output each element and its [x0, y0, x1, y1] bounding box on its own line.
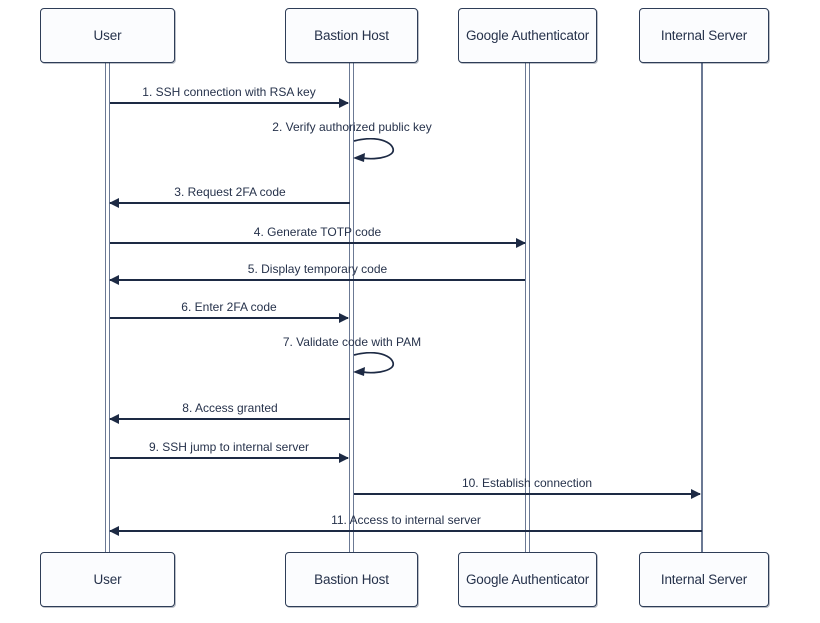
msg-8-arrow: [109, 414, 350, 424]
msg-5-label: 5. Display temporary code: [247, 262, 388, 276]
msg-6-label: 6. Enter 2FA code: [181, 300, 277, 314]
arrowhead-right-icon: [691, 489, 701, 499]
msg-2-self-loop-arrow: [353, 138, 394, 162]
actor-internal-server-label: Internal Server: [660, 572, 748, 587]
actor-user-top: User: [40, 8, 175, 63]
actor-user-label: User: [93, 28, 122, 43]
msg-8: 8. Access granted: [109, 401, 350, 424]
arrowhead-left-icon: [109, 275, 119, 285]
msg-4: 4. Generate TOTP code: [110, 225, 526, 248]
actor-user-label: User: [93, 572, 122, 587]
msg-11: 11. Access to internal server: [109, 513, 702, 536]
arrowhead-left-icon: [353, 153, 365, 162]
msg-11-arrow: [109, 526, 702, 536]
lifeline-user: [105, 63, 110, 552]
actor-bastion-host-bottom: Bastion Host: [285, 552, 418, 607]
arrowhead-left-icon: [109, 414, 119, 424]
msg-9: 9. SSH jump to internal server: [110, 440, 349, 463]
msg-5: 5. Display temporary code: [109, 262, 525, 285]
msg-9-label: 9. SSH jump to internal server: [148, 440, 310, 454]
actor-internal-server-top: Internal Server: [639, 8, 769, 63]
msg-4-arrow: [110, 238, 526, 248]
actor-google-authenticator-top: Google Authenticator: [458, 8, 597, 63]
actor-internal-server-bottom: Internal Server: [639, 552, 769, 607]
actor-google-authenticator-bottom: Google Authenticator: [458, 552, 597, 607]
msg-2-label: 2. Verify authorized public key: [272, 120, 432, 134]
actor-google-authenticator-label: Google Authenticator: [465, 28, 590, 43]
actor-user-bottom: User: [40, 552, 175, 607]
msg-1: 1. SSH connection with RSA key: [110, 85, 349, 108]
msg-7-self-loop-arrow: [353, 352, 394, 376]
msg-11-label: 11. Access to internal server: [331, 513, 481, 527]
arrowhead-right-icon: [339, 313, 349, 323]
msg-1-arrow: [110, 98, 349, 108]
arrowhead-left-icon: [353, 367, 365, 376]
msg-7-label: 7. Validate code with PAM: [282, 335, 422, 349]
arrowhead-left-icon: [109, 198, 119, 208]
msg-3: 3. Request 2FA code: [109, 185, 350, 208]
msg-1-label: 1. SSH connection with RSA key: [142, 85, 316, 99]
lifeline-internal-server: [701, 63, 703, 552]
msg-6-arrow: [110, 313, 349, 323]
msg-8-label: 8. Access granted: [182, 401, 278, 415]
msg-3-arrow: [109, 198, 350, 208]
msg-10-label: 10. Establish connection: [461, 476, 593, 490]
arrowhead-left-icon: [109, 526, 119, 536]
arrowhead-right-icon: [339, 453, 349, 463]
msg-9-arrow: [110, 453, 349, 463]
msg-5-arrow: [109, 275, 525, 285]
msg-10-arrow: [354, 489, 701, 499]
arrowhead-right-icon: [339, 98, 349, 108]
actor-internal-server-label: Internal Server: [660, 28, 748, 43]
actor-bastion-host-label: Bastion Host: [314, 572, 389, 587]
actor-google-authenticator-label: Google Authenticator: [465, 572, 590, 587]
actor-bastion-host-top: Bastion Host: [285, 8, 418, 63]
arrowhead-right-icon: [516, 238, 526, 248]
msg-6: 6. Enter 2FA code: [110, 300, 349, 323]
lifeline-google-authenticator: [525, 63, 530, 552]
msg-10: 10. Establish connection: [354, 476, 701, 499]
msg-4-label: 4. Generate TOTP code: [253, 225, 382, 239]
msg-3-label: 3. Request 2FA code: [174, 185, 286, 199]
actor-bastion-host-label: Bastion Host: [314, 28, 389, 43]
lifeline-bastion-host: [349, 63, 354, 552]
